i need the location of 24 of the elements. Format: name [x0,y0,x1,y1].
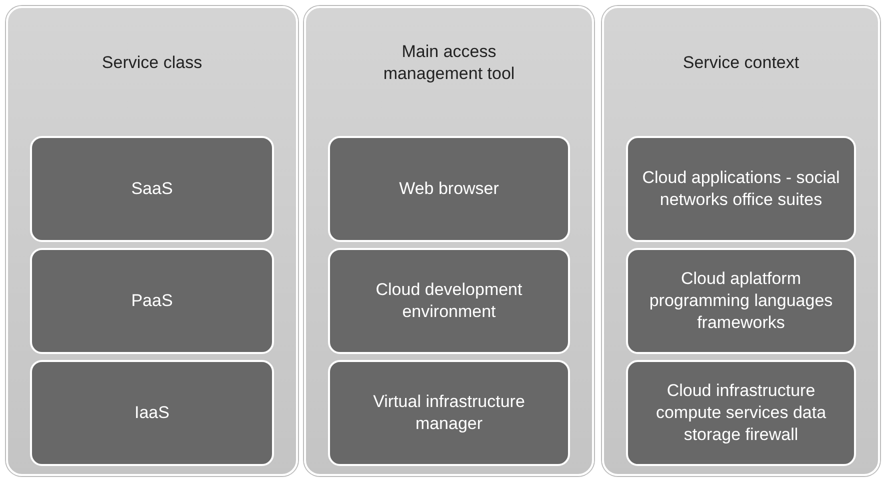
box-text: Cloud development environment [374,279,524,323]
service-box [626,360,856,466]
column-heading: Main access management tool [382,41,516,85]
service-box [30,136,274,242]
box-text: Virtual infrastructure manager [372,391,526,435]
box-text: SaaS [130,178,174,200]
service-box [328,248,570,354]
service-box [30,248,274,354]
service-box [626,248,856,354]
column-heading: Service class [102,52,202,74]
box-text: Web browser [398,178,500,200]
service-box [626,136,856,242]
service-box [328,136,570,242]
box-text: Cloud applications - social networks office suites [641,167,841,211]
service-box [328,360,570,466]
box-text: PaaS [130,290,174,312]
column-panel [602,6,880,476]
box-text: IaaS [134,402,170,424]
column-panel [6,6,298,476]
box-text: Cloud aplatform programming languages frameworks [648,268,834,334]
column-heading: Service context [682,52,800,74]
box-text: Cloud infrastructure compute services data storage firewall [654,380,828,446]
column-panel [304,6,594,476]
service-box [30,360,274,466]
